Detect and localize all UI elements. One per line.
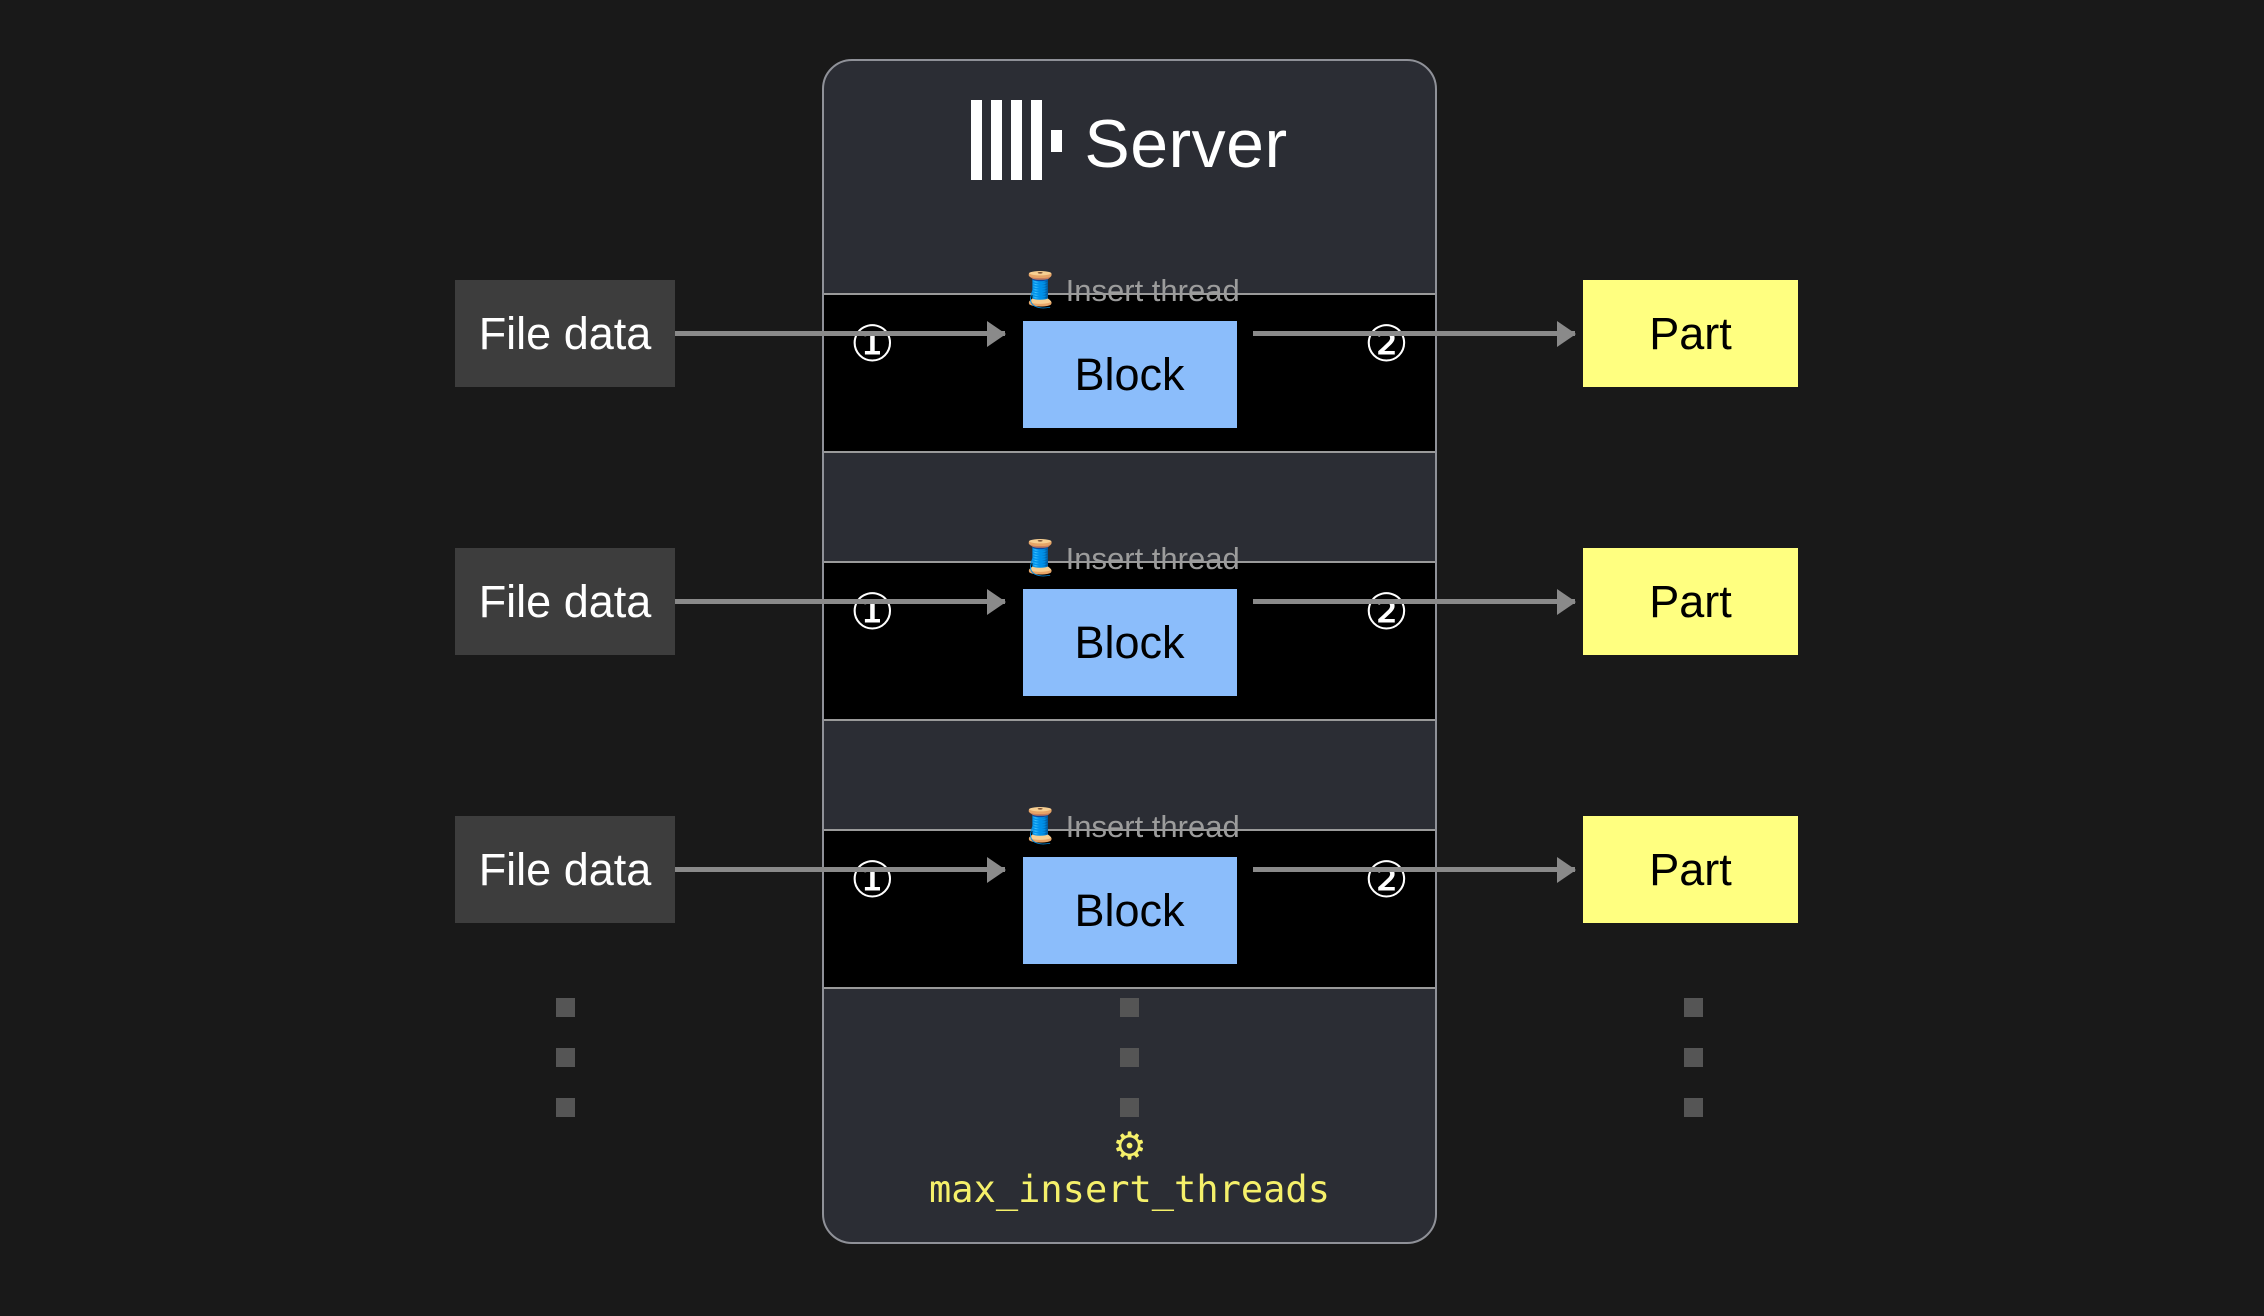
ellipsis-square [556,1098,575,1117]
step-number-1-out: ② [1364,316,1409,372]
ellipsis-square [1684,1098,1703,1117]
thread-spool-icon: 🧵 [1019,807,1062,845]
ellipsis-square [1120,1098,1139,1117]
part-label: Part [1649,307,1732,359]
file-data-label: File data [478,575,652,627]
ellipsis-square [556,998,575,1017]
ellipsis-middle [1120,998,1139,1117]
max-insert-threads-setting: ⚙ max_insert_threads [822,1128,1437,1211]
server-header: Server [824,61,1435,227]
insert-thread-section-3: 🧵 Insert thread ① ② Block [824,809,1435,989]
ellipsis-square [1684,1048,1703,1067]
block-box-2: Block [1022,589,1237,696]
clickhouse-logo-icon [971,100,1063,184]
block-label: Block [1074,616,1185,668]
arrow-filedata-to-block-1 [675,331,1005,336]
arrow-block-to-part-1 [1253,331,1575,336]
step-number-3-out: ② [1364,852,1409,908]
server-title: Server [1084,106,1288,182]
part-box-2: Part [1583,548,1798,655]
part-label: Part [1649,843,1732,895]
part-label: Part [1649,575,1732,627]
arrow-filedata-to-block-3 [675,867,1005,872]
block-label: Block [1074,348,1185,400]
insert-thread-text: Insert thread [1065,808,1240,844]
part-box-1: Part [1583,280,1798,387]
insert-thread-section-1: 🧵 Insert thread ① ② Block [824,273,1435,453]
file-data-box-3: File data [455,816,675,923]
server-card: Server 🧵 Insert thread ① ② Block 🧵 Inser… [822,59,1437,1244]
block-box-3: Block [1022,857,1237,964]
ellipsis-square [1120,1048,1139,1067]
step-number-1-in: ① [850,316,895,372]
insert-thread-text: Insert thread [1065,272,1240,308]
setting-name-label: max_insert_threads [929,1168,1330,1211]
step-number-3-in: ① [850,852,895,908]
block-box-1: Block [1022,321,1237,428]
ellipsis-square [1684,998,1703,1017]
insert-thread-label-1: 🧵 Insert thread [1019,273,1239,307]
insert-thread-label-2: 🧵 Insert thread [1019,541,1239,575]
gear-icon: ⚙ [1112,1126,1147,1168]
arrow-block-to-part-2 [1253,599,1575,604]
step-number-2-out: ② [1364,584,1409,640]
block-label: Block [1074,884,1185,936]
file-data-label: File data [478,843,652,895]
file-data-box-1: File data [455,280,675,387]
file-data-label: File data [478,307,652,359]
thread-spool-icon: 🧵 [1019,271,1062,309]
ellipsis-square [1120,998,1139,1017]
step-number-2-in: ① [850,584,895,640]
arrow-block-to-part-3 [1253,867,1575,872]
file-data-box-2: File data [455,548,675,655]
insert-thread-text: Insert thread [1065,540,1240,576]
arrow-filedata-to-block-2 [675,599,1005,604]
ellipsis-square [556,1048,575,1067]
part-box-3: Part [1583,816,1798,923]
ellipsis-left [556,998,575,1117]
thread-spool-icon: 🧵 [1019,539,1062,577]
ellipsis-right [1684,998,1703,1117]
insert-thread-section-2: 🧵 Insert thread ① ② Block [824,541,1435,721]
insert-thread-label-3: 🧵 Insert thread [1019,809,1239,843]
